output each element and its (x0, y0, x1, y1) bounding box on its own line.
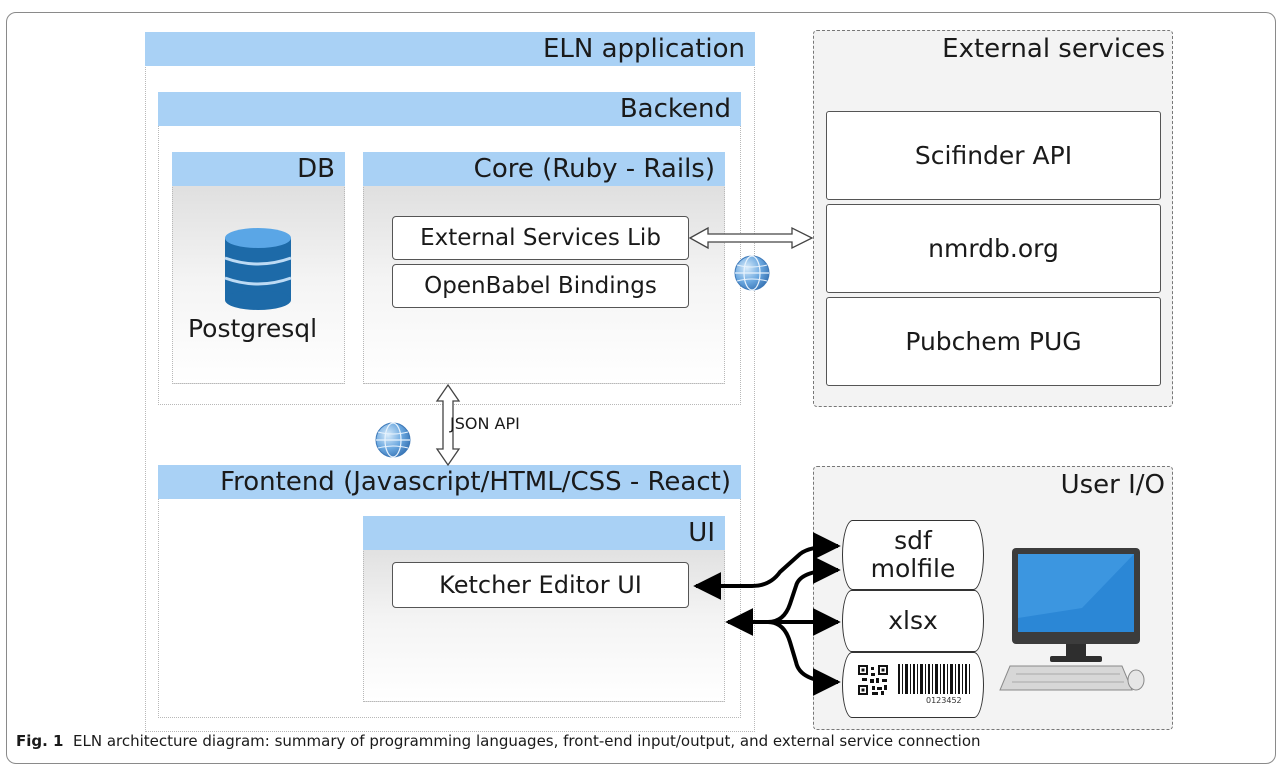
frontend-title: Frontend (Javascript/HTML/CSS - React) (158, 465, 741, 499)
figure-frame (6, 12, 1276, 764)
xlsx-file: xlsx (842, 590, 984, 652)
barcode-file (842, 652, 984, 718)
figure-caption: Fig. 1 ELN architecture diagram: summary… (16, 732, 981, 750)
backend-title: Backend (158, 92, 741, 126)
eln-application-title: ELN application (145, 32, 755, 66)
ketcher-editor-ui: Ketcher Editor UI (392, 562, 689, 608)
db-box (172, 152, 345, 384)
caption-label: Fig. 1 (16, 732, 64, 750)
db-title: DB (172, 152, 345, 186)
pubchem-pug: Pubchem PUG (826, 297, 1161, 386)
core-title: Core (Ruby - Rails) (363, 152, 725, 186)
openbabel-bindings: OpenBabel Bindings (392, 264, 689, 308)
external-services-lib: External Services Lib (392, 216, 689, 260)
xlsx-label: xlsx (888, 606, 938, 635)
sdf-label: sdf (894, 526, 932, 555)
external-services-title: External services (942, 34, 1165, 64)
db-label: Postgresql (188, 314, 318, 343)
nmrdb-org: nmrdb.org (826, 204, 1161, 293)
barcode-number: 0123452 (926, 696, 962, 705)
user-io-title: User I/O (1060, 470, 1165, 500)
molfile-label: molfile (870, 554, 956, 583)
sdf-molfile-file: sdf molfile (842, 520, 984, 590)
ui-title: UI (363, 516, 725, 550)
caption-text: ELN architecture diagram: summary of pro… (73, 732, 981, 750)
scifinder-api: Scifinder API (826, 111, 1161, 200)
json-api-label: JSON API (450, 414, 520, 433)
